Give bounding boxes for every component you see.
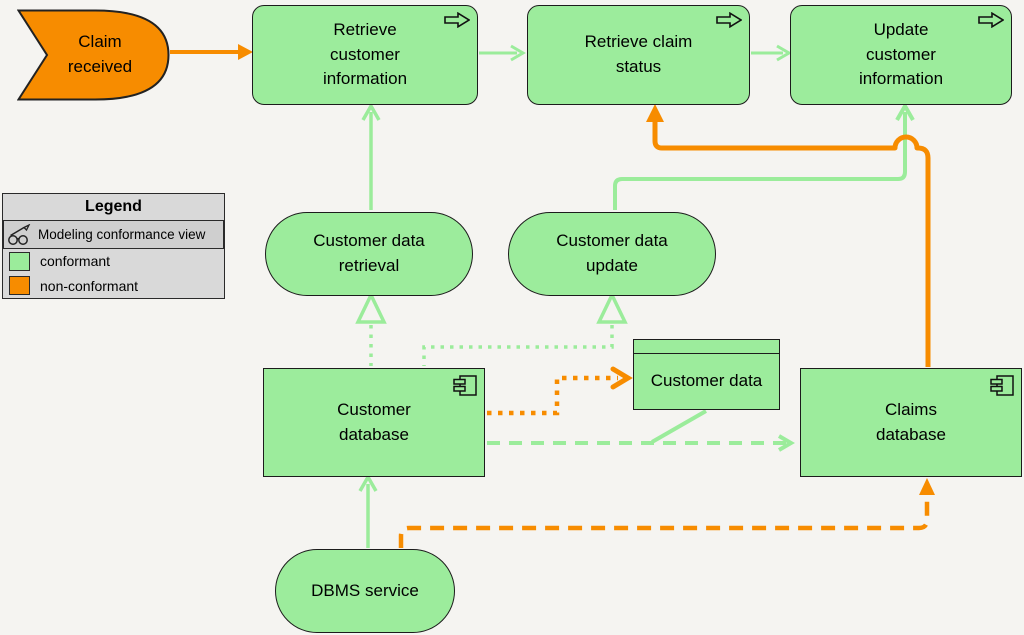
legend-item-conformant: conformant <box>3 249 224 274</box>
component-icon <box>453 375 477 396</box>
flow-claim-status-to-update-customer[interactable] <box>751 44 792 62</box>
realization-customerdb-to-update[interactable] <box>422 290 628 366</box>
process-retrieve-customer-information[interactable]: Retrieve customer information <box>252 5 478 105</box>
flow-customerdb-to-claimsdb[interactable] <box>487 434 795 452</box>
service-dbms[interactable]: DBMS service <box>275 549 455 633</box>
process-update-customer-information[interactable]: Update customer information <box>790 5 1012 105</box>
process-retrieve-claim-status[interactable]: Retrieve claim status <box>527 5 750 105</box>
legend-viewpoint-label: Modeling conformance view <box>38 227 206 242</box>
dataobject-customer-data[interactable]: Customer data <box>633 339 780 410</box>
serving-dbms-to-customerdb[interactable] <box>358 473 378 548</box>
flow-retrieve-customer-to-claim-status[interactable] <box>479 44 526 62</box>
legend-viewpoint-row[interactable]: Modeling conformance view <box>3 220 224 249</box>
non-conformant-swatch <box>9 276 30 296</box>
process-arrow-icon <box>716 12 742 28</box>
conformant-swatch <box>9 251 30 271</box>
event-claim-received[interactable]: Claim received <box>16 9 170 101</box>
trigger-claim-received-to-retrieve-customer[interactable] <box>170 44 253 60</box>
serving-retrieval-to-retrieve-customer[interactable] <box>361 102 381 210</box>
component-icon <box>990 375 1014 396</box>
non-conformant-label: non-conformant <box>40 277 139 294</box>
nonconformant-access-customerdb-to-customerdata[interactable] <box>487 366 633 416</box>
legend-title: Legend <box>85 198 142 215</box>
process-arrow-icon <box>978 12 1004 28</box>
serving-update-to-update-customer[interactable] <box>613 101 915 210</box>
event-shape <box>16 9 170 101</box>
dataobject-header-band <box>634 340 779 354</box>
component-customer-database[interactable]: Customer database <box>263 368 485 477</box>
association-customerdata-to-flow[interactable] <box>651 409 707 444</box>
nonconformant-dbms-to-claimsdb[interactable] <box>398 478 935 548</box>
nonconformant-claimsdb-to-retrieve-claim-status[interactable] <box>646 104 931 367</box>
service-customer-data-retrieval[interactable]: Customer data retrieval <box>265 212 473 296</box>
glasses-icon <box>8 223 31 245</box>
process-arrow-icon <box>444 12 470 28</box>
component-claims-database[interactable]: Claims database <box>800 368 1022 477</box>
legend-item-non-conformant: non-conformant <box>3 274 224 299</box>
legend: Legend Modeling conformance view conform… <box>2 193 225 299</box>
conformant-label: conformant <box>40 253 111 270</box>
realization-customerdb-to-retrieval[interactable] <box>355 290 387 366</box>
service-customer-data-update[interactable]: Customer data update <box>508 212 716 296</box>
event-label: Claim received <box>67 32 133 76</box>
